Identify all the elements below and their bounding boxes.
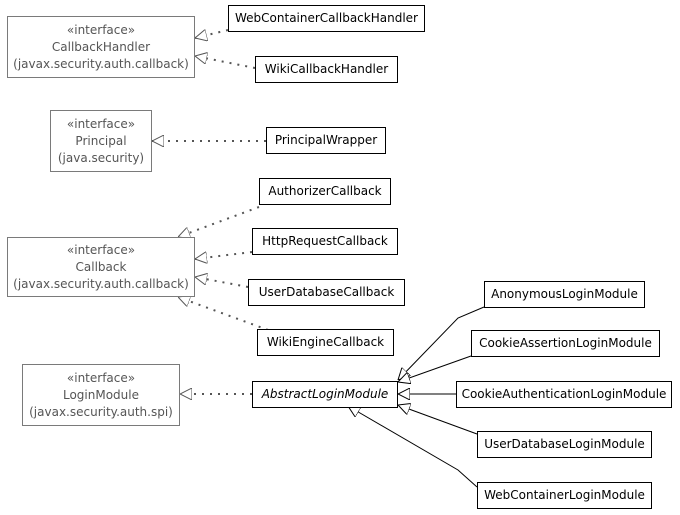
class-name: PrincipalWrapper (274, 133, 378, 147)
generalization-web-container-login-module (348, 406, 478, 488)
interface-callback[interactable]: «interface» Callback (javax.security.aut… (7, 237, 195, 297)
class-name: AnonymousLoginModule (491, 287, 638, 301)
class-name: WebContainerLoginModule (484, 488, 645, 502)
class-principal-wrapper[interactable]: PrincipalWrapper (266, 127, 386, 154)
class-name: WebContainerCallbackHandler (235, 11, 418, 25)
class-web-container-callback-handler[interactable]: WebContainerCallbackHandler (228, 5, 425, 32)
class-user-database-callback[interactable]: UserDatabaseCallback (248, 279, 405, 306)
interface-name: Principal (75, 133, 127, 148)
class-name: AuthorizerCallback (268, 184, 382, 198)
interface-name: LoginModule (62, 387, 139, 402)
class-name: WikiCallbackHandler (264, 62, 389, 76)
class-name: WikiEngineCallback (266, 335, 385, 349)
package-label: (java.security) (57, 150, 145, 165)
package-label: (javax.security.auth.spi) (29, 404, 173, 419)
class-name: UserDatabaseCallback (258, 285, 395, 299)
stereotype-label: «interface» (66, 370, 136, 385)
class-wiki-callback-handler[interactable]: WikiCallbackHandler (255, 56, 398, 83)
realization-user-database-callback (195, 277, 249, 288)
class-web-container-login-module[interactable]: WebContainerLoginModule (477, 482, 652, 509)
class-anonymous-login-module[interactable]: AnonymousLoginModule (484, 281, 645, 308)
realization-wiki-callback-handler (195, 56, 256, 69)
interface-login-module[interactable]: «interface» LoginModule (javax.security.… (22, 364, 180, 426)
interface-name: CallbackHandler (51, 39, 151, 54)
class-cookie-authentication-login-module[interactable]: CookieAuthenticationLoginModule (456, 381, 672, 408)
realization-authorizer-callback (178, 206, 260, 237)
generalization-cookie-assertion-login-module (398, 355, 472, 382)
interface-name: Callback (75, 259, 127, 274)
class-name: AbstractLoginModule (261, 387, 389, 401)
package-label: (javax.security.auth.callback) (13, 276, 189, 291)
class-name: HttpRequestCallback (262, 234, 388, 248)
package-label: (javax.security.auth.callback) (13, 56, 189, 71)
generalization-user-database-login-module (398, 405, 478, 435)
stereotype-label: «interface» (66, 22, 136, 37)
class-user-database-login-module[interactable]: UserDatabaseLoginModule (477, 431, 652, 458)
class-http-request-callback[interactable]: HttpRequestCallback (252, 228, 398, 255)
class-name: CookieAuthenticationLoginModule (461, 387, 667, 401)
stereotype-label: «interface» (66, 242, 136, 257)
class-name: CookieAssertionLoginModule (479, 336, 652, 350)
class-abstract-login-module[interactable]: AbstractLoginModule (252, 381, 398, 408)
stereotype-label: «interface» (66, 116, 136, 131)
interface-principal[interactable]: «interface» Principal (java.security) (50, 110, 152, 172)
generalization-anonymous-login-module (398, 306, 485, 380)
interface-callback-handler[interactable]: «interface» CallbackHandler (javax.secur… (7, 16, 195, 78)
realization-http-request-callback (195, 251, 253, 259)
realization-web-container-callback-handler (195, 29, 229, 38)
class-wiki-engine-callback[interactable]: WikiEngineCallback (257, 329, 394, 356)
class-cookie-assertion-login-module[interactable]: CookieAssertionLoginModule (471, 330, 660, 357)
class-name: UserDatabaseLoginModule (484, 437, 645, 451)
class-authorizer-callback[interactable]: AuthorizerCallback (259, 178, 391, 205)
